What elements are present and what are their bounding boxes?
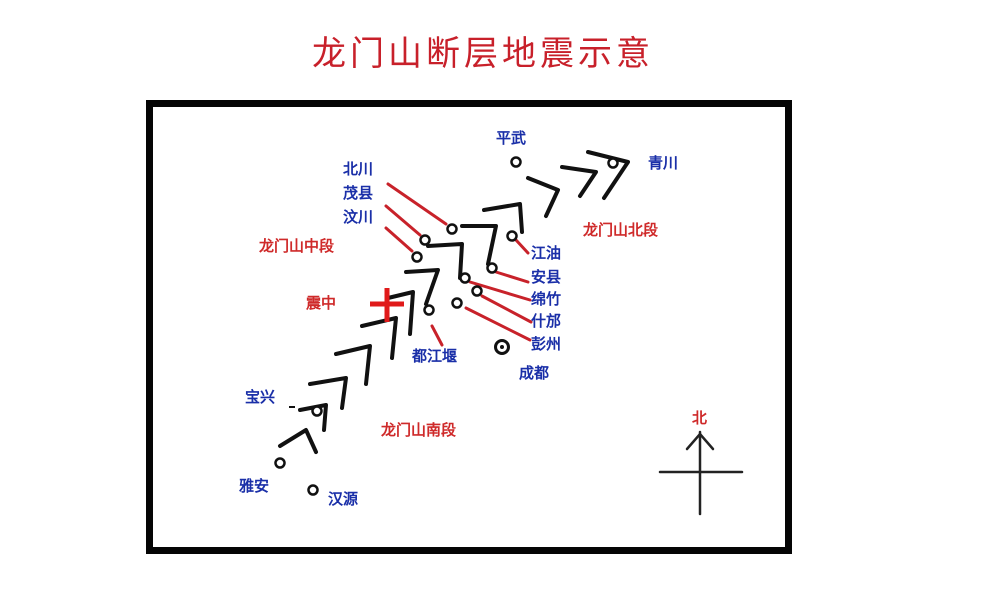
label-pingwu: 平武 xyxy=(496,129,527,147)
label-beichuan: 北川 xyxy=(343,160,374,178)
chengdu-marker xyxy=(494,339,510,355)
label-maoxian: 茂县 xyxy=(343,184,374,202)
label-compass-north: 北 xyxy=(692,409,708,427)
compass-icon xyxy=(658,430,744,516)
label-hanyuan: 汉源 xyxy=(328,490,359,508)
label-anxian: 安县 xyxy=(531,268,562,286)
label-jiangyou: 江油 xyxy=(531,244,562,262)
label-dujiangyan: 都江堰 xyxy=(412,347,458,365)
epicenter-cross-icon xyxy=(370,288,404,322)
label-shifang: 什邡 xyxy=(531,312,562,330)
label-segment-middle: 龙门山中段 xyxy=(259,237,335,255)
label-pengzhou: 彭州 xyxy=(531,335,562,353)
label-qingchuan: 青川 xyxy=(648,154,679,172)
label-epicenter: 震中 xyxy=(306,294,337,312)
label-wenchuan: 汶川 xyxy=(343,208,374,226)
label-segment-north: 龙门山北段 xyxy=(583,221,659,239)
label-mianzhu: 绵竹 xyxy=(531,290,562,308)
label-chengdu: 成都 xyxy=(519,364,550,382)
label-baoxing: 宝兴 xyxy=(245,388,276,406)
city-markers xyxy=(274,156,619,496)
fault-segments xyxy=(278,150,630,454)
label-yaan: 雅安 xyxy=(239,477,270,495)
leader-lines xyxy=(384,182,533,347)
map-title: 龙门山断层地震示意 xyxy=(312,34,654,74)
map-frame xyxy=(146,100,792,554)
label-segment-south: 龙门山南段 xyxy=(381,421,457,439)
